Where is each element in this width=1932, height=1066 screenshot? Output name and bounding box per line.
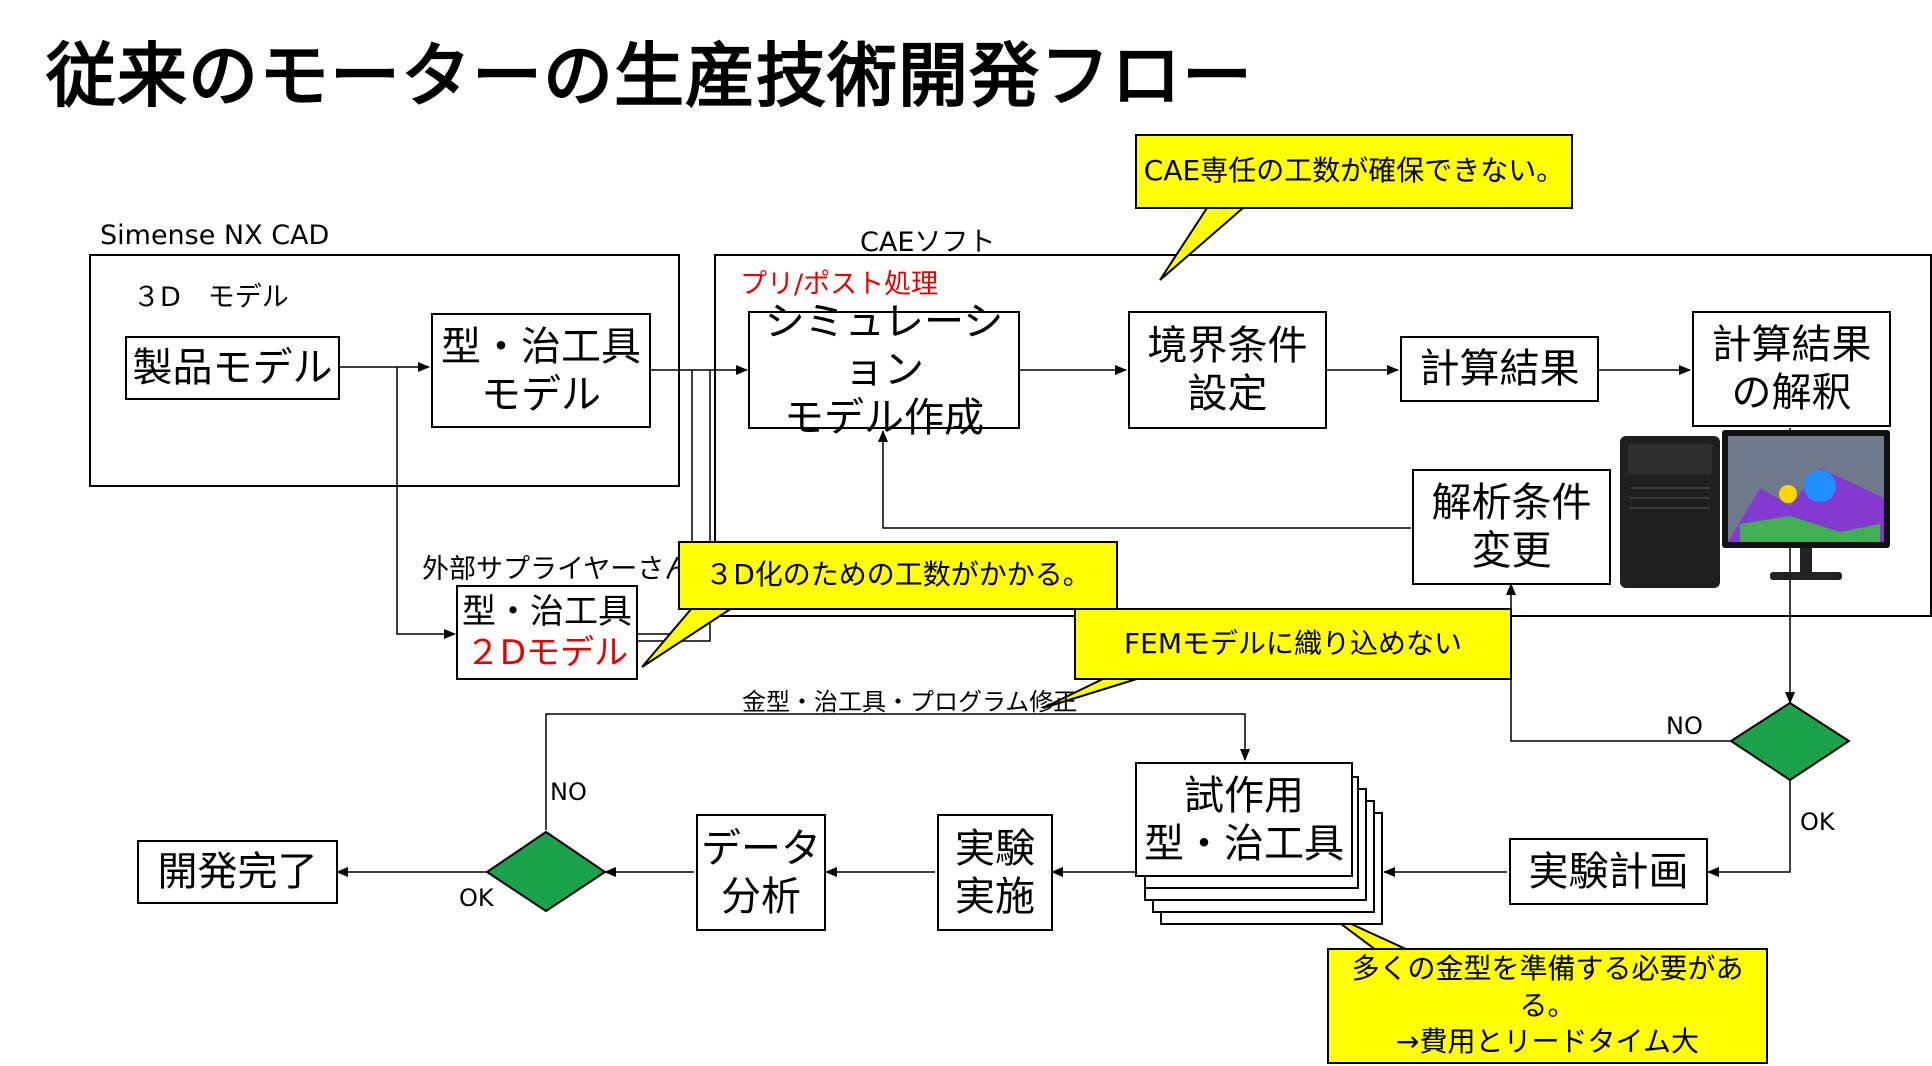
- node-boundary-line2: 設定: [1187, 371, 1268, 417]
- node-change-conditions-line1: 解析条件: [1431, 480, 1592, 526]
- node-product-model-text: 製品モデル: [132, 345, 333, 391]
- callout-fem: FEMモデルに織り込めない: [1074, 608, 1512, 680]
- node-supplier-2d: 型・治工具 ２Dモデル: [456, 585, 638, 680]
- callout-tail-3d: [641, 607, 736, 668]
- callout-3d-effort-text: ３D化のための工数がかかる。: [705, 558, 1091, 592]
- node-exp-run: 実験 実施: [937, 814, 1053, 931]
- node-supplier-2d-line2: ２Dモデル: [465, 632, 629, 673]
- node-exp-plan: 実験計画: [1509, 838, 1708, 905]
- node-calc-result-text: 計算結果: [1419, 346, 1580, 392]
- node-data-analysis: データ 分析: [696, 814, 826, 931]
- arrow-supplier-to-sim-2: [637, 370, 711, 642]
- decision-right: [1729, 701, 1851, 782]
- label-ok-right: OK: [1800, 808, 1835, 836]
- node-mold-model: 型・治工具 モデル: [431, 313, 651, 428]
- node-mold-model-line1: 型・治工具: [441, 323, 641, 370]
- node-exp-plan-text: 実験計画: [1528, 848, 1689, 895]
- workstation-image: [1620, 428, 1892, 593]
- node-product-model: 製品モデル: [125, 336, 340, 400]
- callout-molds-line1: 多くの金型を準備する必要がある。: [1351, 952, 1744, 1022]
- node-supplier-2d-line1: 型・治工具: [462, 591, 632, 632]
- node-interpretation-line1: 計算結果: [1711, 322, 1872, 368]
- node-data-analysis-line1: データ: [701, 825, 821, 872]
- arrow-decision-no-to-prototype: [545, 713, 1250, 830]
- node-done: 開発完了: [137, 840, 338, 904]
- cad-section-sublabel: ３D モデル: [133, 282, 289, 313]
- node-data-analysis-line2: 分析: [721, 873, 801, 920]
- node-mold-model-line2: モデル: [481, 371, 601, 418]
- callout-3d-effort: ３D化のための工数がかかる。: [678, 541, 1118, 610]
- node-prototype-line2: 型・治工具: [1144, 820, 1344, 867]
- decision-left: [485, 830, 607, 913]
- label-mold-fix: 金型・治工具・プログラム修正: [742, 688, 1078, 716]
- node-sim-model-line2: モデル作成: [784, 395, 984, 441]
- callout-molds: 多くの金型を準備する必要がある。 →費用とリードタイム大: [1327, 948, 1768, 1064]
- label-ok-left: OK: [459, 884, 494, 912]
- arrow-decision-ok-to-plan: [1707, 780, 1791, 877]
- label-no-right: NO: [1666, 712, 1703, 740]
- arrow-product-to-supplier: [396, 367, 456, 639]
- node-sim-model-line1: シミュレーション: [764, 299, 1004, 393]
- callout-tail-cae: [1159, 207, 1246, 281]
- supplier-label: 外部サプライヤーさん: [422, 554, 692, 585]
- node-calc-result: 計算結果: [1400, 336, 1599, 402]
- callout-cae-effort: CAE専任の工数が確保できない。: [1135, 134, 1573, 209]
- node-change-conditions: 解析条件 変更: [1412, 469, 1611, 585]
- node-prototype: 試作用 型・治工具: [1135, 762, 1353, 877]
- cae-section-sublabel: プリ/ポスト処理: [740, 269, 939, 300]
- page-title: 従来のモーターの生産技術開発フロー: [46, 35, 1253, 117]
- label-no-left: NO: [550, 778, 587, 806]
- node-interpretation-line2: の解釈: [1731, 370, 1852, 416]
- node-boundary: 境界条件 設定: [1128, 311, 1327, 429]
- arrow-change-to-sim: [878, 430, 1411, 529]
- node-change-conditions-line2: 変更: [1471, 528, 1552, 574]
- cad-section-label: Simense NX CAD: [100, 220, 330, 251]
- node-prototype-line1: 試作用: [1184, 772, 1304, 819]
- cae-section-label: CAEソフト: [860, 227, 996, 258]
- callout-molds-line2: →費用とリードタイム大: [1396, 1025, 1699, 1059]
- node-boundary-line1: 境界条件: [1147, 323, 1308, 369]
- node-interpretation: 計算結果 の解釈: [1692, 311, 1891, 427]
- workstation-icon: [1620, 430, 1890, 588]
- node-exp-run-line2: 実施: [955, 873, 1035, 920]
- node-done-text: 開発完了: [157, 849, 318, 895]
- node-sim-model: シミュレーション モデル作成: [748, 299, 1020, 441]
- callout-cae-effort-text: CAE専任の工数が確保できない。: [1143, 154, 1565, 188]
- callout-fem-text: FEMモデルに織り込めない: [1124, 626, 1462, 660]
- node-exp-run-line1: 実験: [955, 825, 1035, 872]
